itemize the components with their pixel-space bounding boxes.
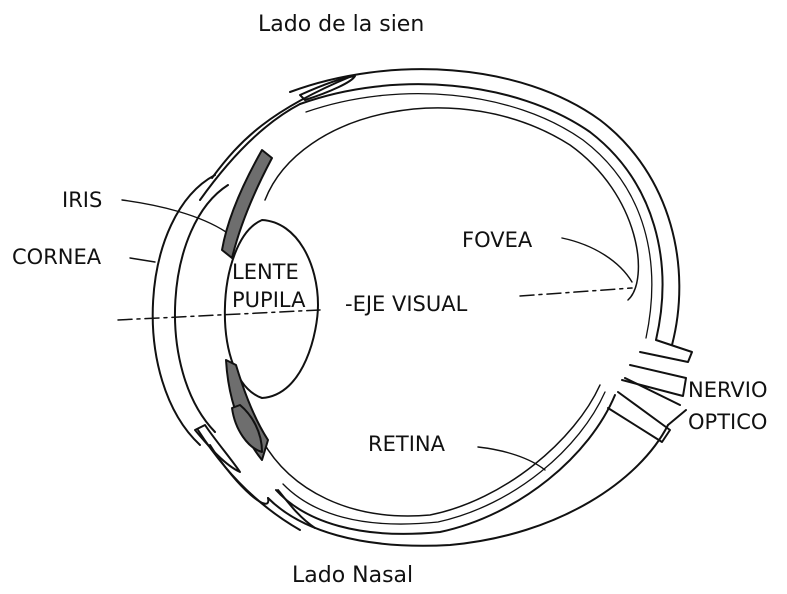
sclera-outer-lower — [268, 425, 668, 546]
sclera-inner-lower — [276, 395, 615, 534]
label-nervio: NERVIO — [688, 380, 768, 401]
label-pupila: PUPILA — [232, 290, 305, 311]
retina-line — [265, 108, 638, 300]
label-optico: OPTICO — [688, 412, 767, 433]
lower-muscle — [195, 425, 240, 472]
label-lente: LENTE — [232, 262, 299, 283]
retina-leader — [478, 447, 545, 470]
bottom-caption: Lado Nasal — [292, 565, 413, 587]
cornea-outer — [153, 175, 215, 445]
label-retina: RETINA — [368, 434, 445, 455]
optic-nerve-lower-2 — [625, 378, 686, 425]
optic-nerve-lower — [608, 392, 670, 442]
iris-leader — [122, 200, 226, 232]
visual-axis-2 — [520, 288, 632, 296]
cornea-inner — [175, 185, 228, 432]
iris-upper — [222, 150, 272, 258]
label-fovea: FOVEA — [462, 230, 532, 251]
ciliary-lower — [232, 405, 262, 452]
label-cornea: CORNEA — [12, 247, 101, 268]
optic-nerve-upper — [640, 340, 692, 362]
cornea-leader — [130, 258, 155, 262]
fovea-leader — [562, 238, 632, 282]
label-iris: IRIS — [62, 190, 102, 211]
choroid-layer-lower — [283, 392, 605, 524]
label-eje-visual: -EJE VISUAL — [345, 294, 467, 315]
top-caption: Lado de la sien — [258, 14, 424, 36]
